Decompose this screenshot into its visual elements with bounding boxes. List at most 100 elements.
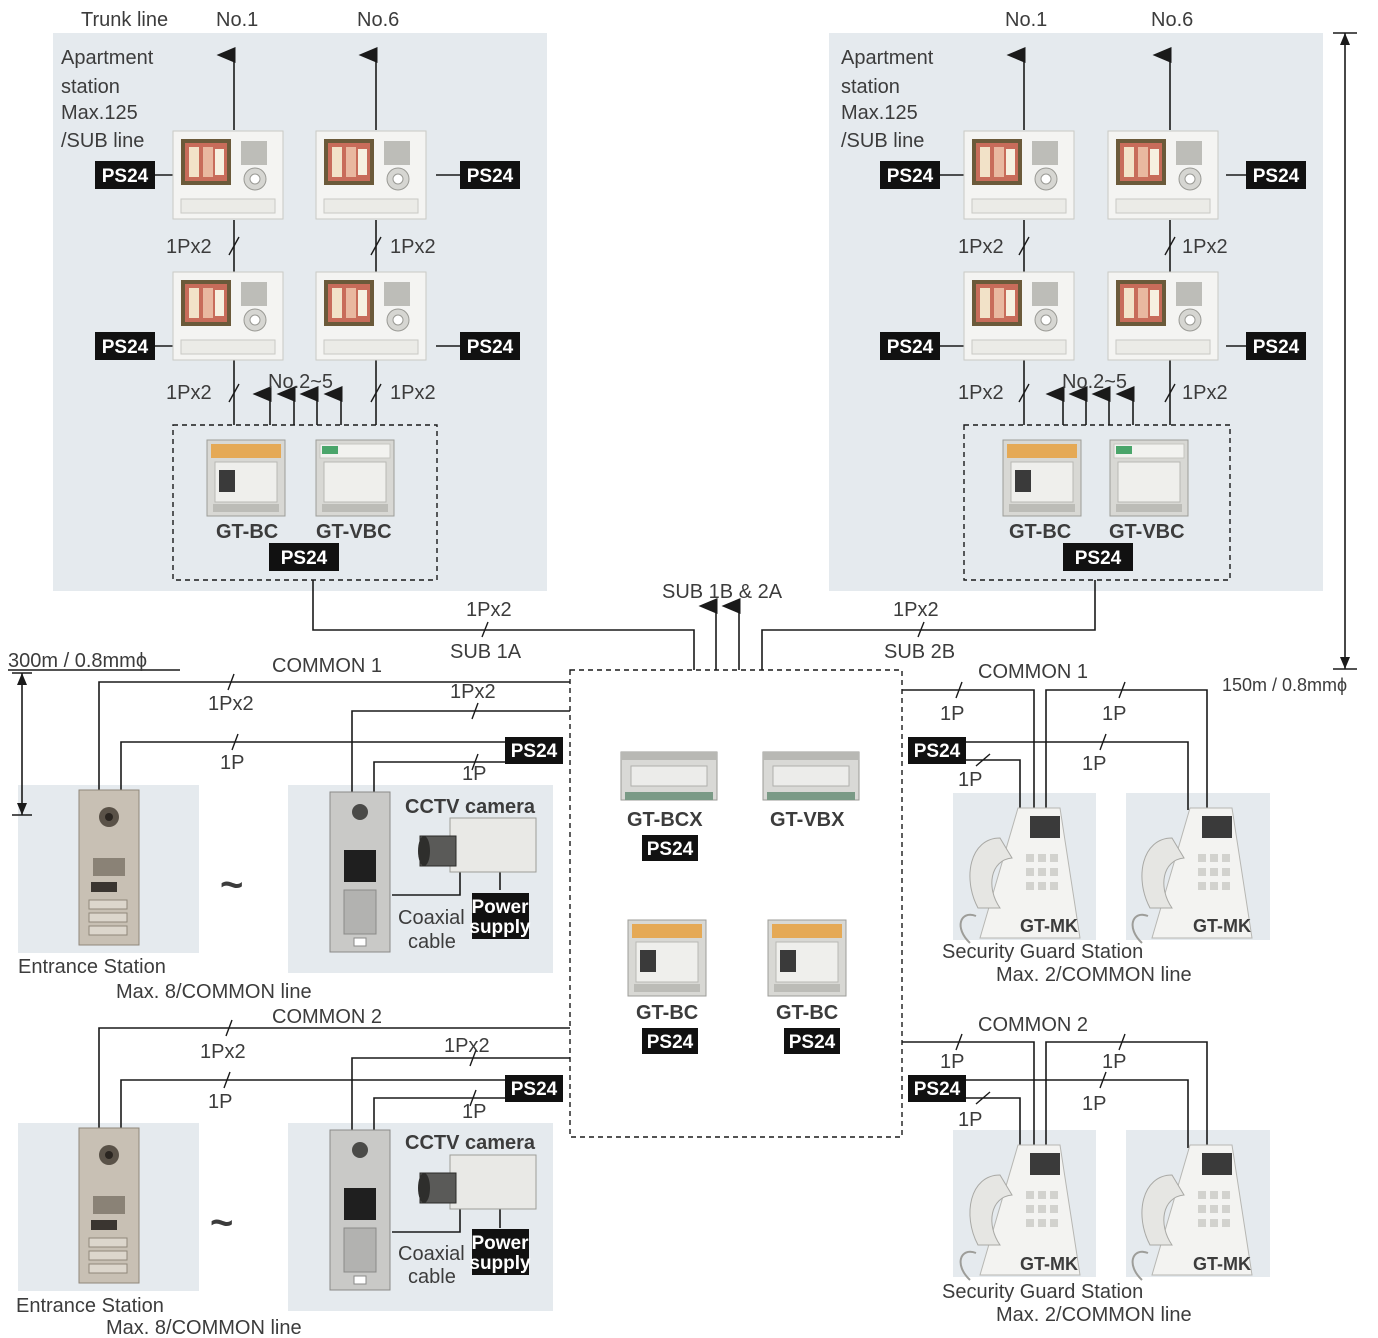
svg-text:supply: supply <box>469 1253 531 1274</box>
apartment-station-label: /SUB line <box>61 130 144 152</box>
cable-label: 1P <box>462 1101 486 1123</box>
bus-unit-box-left <box>172 424 438 581</box>
bus-control-unit-icon <box>315 439 395 517</box>
ps24-badge: PS24 <box>95 332 155 360</box>
ps24-badge: PS24 <box>908 737 966 764</box>
guard-station-label: Security Guard Station <box>942 1281 1143 1303</box>
cable-label: 1P <box>958 769 982 791</box>
cable-label: 1P <box>208 1091 232 1113</box>
cable-word-label: cable <box>408 1266 456 1288</box>
svg-text:PS24: PS24 <box>887 337 934 358</box>
no2-5-label: No.2~5 <box>268 371 333 393</box>
svg-text:PS24: PS24 <box>647 839 694 860</box>
ps24-badge: PS24 <box>642 835 698 861</box>
ps24-badge: PS24 <box>784 1028 840 1054</box>
coaxial-label: Coaxial <box>398 907 465 929</box>
cable-label: 1Px2 <box>390 236 436 258</box>
ps24-badge: PS24 <box>505 1075 563 1102</box>
cable-label: 1P <box>1102 703 1126 725</box>
entrance-max-label: Max. 8/COMMON line <box>106 1317 302 1338</box>
entrance-keypad-icon <box>329 1129 391 1291</box>
central-unit-box <box>569 669 903 1138</box>
cable-word-label: cable <box>408 931 456 953</box>
apartment-station-label: Max.125 <box>841 102 918 124</box>
cable-label: 1P <box>1082 753 1106 775</box>
no2-5-label: No.2~5 <box>1062 371 1127 393</box>
apartment-station-label: station <box>841 76 900 98</box>
apartment-station-label: station <box>61 76 120 98</box>
svg-text:PS24: PS24 <box>102 166 149 187</box>
apartment-monitor-icon <box>963 271 1075 361</box>
svg-text:PS24: PS24 <box>1253 166 1300 187</box>
svg-text:PS24: PS24 <box>511 741 558 762</box>
svg-text:PS24: PS24 <box>102 337 149 358</box>
apartment-monitor-icon <box>172 271 284 361</box>
cable-label: 1Px2 <box>208 693 254 715</box>
gt-mk-label: GT-MK <box>1193 916 1251 936</box>
svg-text:PS24: PS24 <box>511 1079 558 1100</box>
apartment-station-label: Max.125 <box>61 102 138 124</box>
svg-text:PS24: PS24 <box>647 1032 694 1053</box>
gt-bc-label: GT-BC <box>636 1002 698 1024</box>
svg-text:PS24: PS24 <box>281 548 328 569</box>
ps24-badge: PS24 <box>460 332 520 360</box>
gt-mk-label: GT-MK <box>1020 916 1078 936</box>
common-1-label: COMMON 1 <box>272 655 382 677</box>
entrance-keypad-icon <box>329 791 391 953</box>
svg-text:PS24: PS24 <box>467 166 514 187</box>
cable-label: 1Px2 <box>450 681 496 703</box>
cable-label: 1Px2 <box>166 382 212 404</box>
cable-label: 1Px2 <box>958 382 1004 404</box>
apartment-monitor-icon <box>315 130 427 220</box>
cable-label: 1Px2 <box>893 599 939 621</box>
distance-150m-label: 150m / 0.8mmϕ <box>1222 675 1347 695</box>
ps24-badge: PS24 <box>505 737 563 764</box>
cable-label: 1Px2 <box>200 1041 246 1063</box>
cctv-camera-label: CCTV camera <box>405 796 536 818</box>
power-supply-box: Power supply <box>469 1229 531 1275</box>
sub-1a-label: SUB 1A <box>450 641 522 663</box>
apartment-monitor-icon <box>172 130 284 220</box>
svg-text:PS24: PS24 <box>914 1079 961 1100</box>
gt-bc-label: GT-BC <box>216 521 278 543</box>
cable-label: 1Px2 <box>166 236 212 258</box>
apartment-monitor-icon <box>1107 271 1219 361</box>
gt-mk-label: GT-MK <box>1020 1254 1078 1274</box>
entrance-station-label: Entrance Station <box>18 956 166 978</box>
ps24-badge: PS24 <box>880 161 940 189</box>
cable-label: 1Px2 <box>466 599 512 621</box>
svg-text:PS24: PS24 <box>467 337 514 358</box>
coaxial-label: Coaxial <box>398 1243 465 1265</box>
gt-bc-label: GT-BC <box>1009 521 1071 543</box>
no6-label: No.6 <box>1151 9 1193 31</box>
common-1-label: COMMON 1 <box>978 661 1088 683</box>
svg-text:Power: Power <box>471 1233 529 1254</box>
ps24-badge: PS24 <box>1246 161 1306 189</box>
cable-label: 1P <box>220 752 244 774</box>
cable-label: 1P <box>1102 1051 1126 1073</box>
entrance-panel-icon <box>78 1127 140 1284</box>
common-2-label: COMMON 2 <box>272 1006 382 1028</box>
tilde-label: ~ <box>210 1201 233 1245</box>
ps24-badge: PS24 <box>460 161 520 189</box>
bus-control-unit-icon <box>1002 439 1082 517</box>
gt-bc-label: GT-BC <box>776 1002 838 1024</box>
bus-control-unit-icon <box>1109 439 1189 517</box>
ps24-badge: PS24 <box>908 1075 966 1102</box>
no1-label: No.1 <box>1005 9 1047 31</box>
distance-300m-label: 300m / 0.8mmϕ <box>8 650 147 672</box>
tilde-label: ~ <box>220 863 243 907</box>
ps24-badge: PS24 <box>95 161 155 189</box>
no6-label: No.6 <box>357 9 399 31</box>
gt-bcx-label: GT-BCX <box>627 809 703 831</box>
apartment-station-label: Apartment <box>61 47 154 69</box>
cable-label: 1Px2 <box>390 382 436 404</box>
gt-mk-label: GT-MK <box>1193 1254 1251 1274</box>
cable-label: 1P <box>1082 1093 1106 1115</box>
no1-label: No.1 <box>216 9 258 31</box>
din-rail-unit-icon <box>620 751 718 801</box>
bus-control-unit-icon <box>767 919 847 997</box>
entrance-panel-icon <box>78 789 140 946</box>
cable-label: 1Px2 <box>1182 236 1228 258</box>
apartment-panel-left <box>53 33 547 591</box>
